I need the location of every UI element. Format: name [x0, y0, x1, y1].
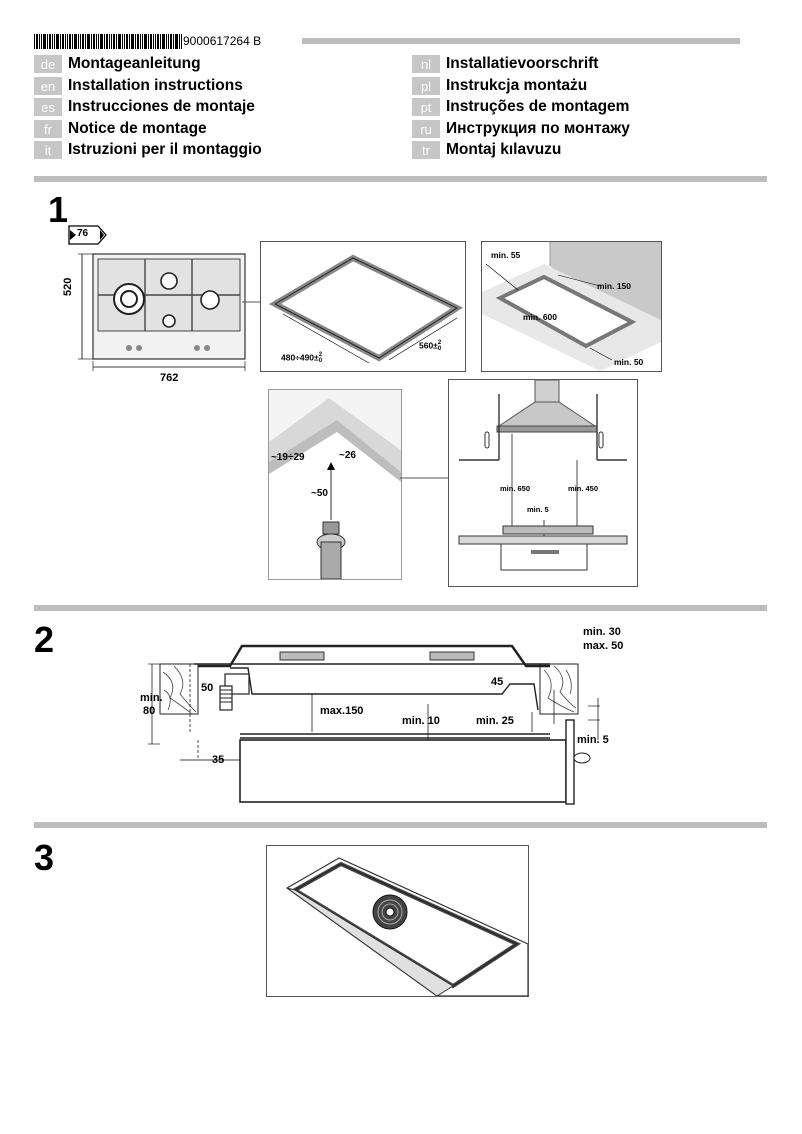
- language-code: pt: [412, 98, 440, 116]
- cutout-width-tolerance-bottom: 0: [437, 346, 442, 352]
- section-divider-2: [34, 605, 767, 611]
- language-item-en: en Installation instructions: [34, 76, 243, 96]
- step2-min5: min. 5: [577, 734, 609, 746]
- installation-cross-section: [148, 644, 600, 805]
- seal-drawing: [269, 390, 401, 579]
- language-item-de: de Montageanleitung: [34, 54, 201, 74]
- step2-45: 45: [491, 676, 504, 688]
- language-item-pt: pt Instruções de montagem: [412, 97, 629, 117]
- seal-50-label: ~50: [311, 488, 328, 499]
- clearance-min150: min. 150: [597, 281, 632, 291]
- language-item-ru: ru Инструкция по монтажу: [412, 119, 630, 139]
- seal-range-label: ~19÷29: [271, 452, 305, 463]
- clearance-frame: min. 55 min. 150 min. 600 min. 50: [481, 241, 662, 372]
- clearance-drawing: [482, 242, 661, 371]
- language-title: Инструкция по монтажу: [446, 120, 630, 137]
- thickness-tag-label: 76: [77, 228, 89, 239]
- connector-line: [242, 301, 262, 303]
- step2-max150: max.150: [320, 705, 364, 717]
- cutout-width-value: 560±: [419, 340, 438, 351]
- cutout-depth-value: 480÷490±: [281, 352, 319, 363]
- hob-height-label: 520: [62, 277, 74, 296]
- barcode: [34, 34, 182, 49]
- step2-80: 80: [143, 705, 156, 717]
- step2-35: 35: [212, 754, 225, 766]
- language-code: tr: [412, 141, 440, 159]
- language-code: pl: [412, 77, 440, 95]
- step2-max50: max. 50: [583, 640, 624, 652]
- thickness-tag: [68, 225, 107, 245]
- step2-min25: min. 25: [476, 715, 514, 727]
- language-title: Istruzioni per il montaggio: [68, 141, 262, 158]
- language-title: Notice de montage: [68, 120, 207, 137]
- hob-top-view: [78, 253, 246, 371]
- language-item-tr: tr Montaj kılavuzu: [412, 140, 561, 160]
- seal-application-drawing: [285, 857, 528, 996]
- cutout-depth-tolerance-bottom: 0: [318, 358, 323, 364]
- step-number-1: 1: [48, 189, 69, 230]
- language-item-fr: fr Notice de montage: [34, 119, 207, 139]
- step-number-2: 2: [34, 619, 55, 660]
- cutout-width-tolerance-top: 2: [437, 340, 442, 346]
- clearance-min600: min. 600: [523, 312, 558, 322]
- language-code: de: [34, 55, 62, 73]
- language-title: Montaj kılavuzu: [446, 141, 562, 158]
- language-code: it: [34, 141, 62, 159]
- language-title: Montageanleitung: [68, 55, 201, 72]
- header-divider-bar: [302, 38, 740, 44]
- language-title: Instrucciones de montaje: [68, 98, 255, 115]
- section-divider-3: [34, 822, 767, 828]
- hood-drawing: [449, 380, 637, 586]
- language-item-it: it Istruzioni per il montaggio: [34, 140, 262, 160]
- language-item-pl: pl Instrukcja montażu: [412, 76, 587, 96]
- step2-min30: min. 30: [583, 626, 621, 638]
- clearance-min50: min. 50: [614, 357, 644, 367]
- hob-width-label: 762: [160, 372, 179, 384]
- language-item-nl: nl Installatievoorschrift: [412, 54, 598, 74]
- language-code: en: [34, 77, 62, 95]
- cutout-drawing: [268, 254, 464, 364]
- language-code: fr: [34, 120, 62, 138]
- hood-min450: min. 450: [568, 484, 599, 493]
- section-divider-1: [34, 176, 767, 182]
- language-code: ru: [412, 120, 440, 138]
- document-number: 9000617264 B: [183, 34, 262, 48]
- language-title: Instrukcja montażu: [446, 77, 588, 94]
- seal-26-label: ~26: [339, 450, 356, 461]
- seal-application-frame: [266, 845, 529, 997]
- connector-line: [400, 477, 448, 479]
- language-title: Installatievoorschrift: [446, 55, 599, 72]
- clearance-min55: min. 55: [491, 250, 521, 260]
- language-item-es: es Instrucciones de montaje: [34, 97, 255, 117]
- language-code: es: [34, 98, 62, 116]
- step2-min-label: min.: [140, 692, 163, 704]
- hood-min5: min. 5: [527, 505, 549, 514]
- step-number-3: 3: [34, 837, 55, 878]
- seal-frame: ~19÷29 ~26 ~50: [268, 389, 402, 580]
- language-title: Instruções de montagem: [446, 98, 630, 115]
- language-title: Installation instructions: [68, 77, 243, 94]
- hood-frame: min. 650 min. 450 min. 5: [448, 379, 638, 587]
- language-code: nl: [412, 55, 440, 73]
- hood-min650: min. 650: [500, 484, 531, 493]
- step2-50: 50: [201, 682, 214, 694]
- cutout-depth-tolerance-top: 2: [318, 352, 323, 358]
- step2-min10: min. 10: [402, 715, 440, 727]
